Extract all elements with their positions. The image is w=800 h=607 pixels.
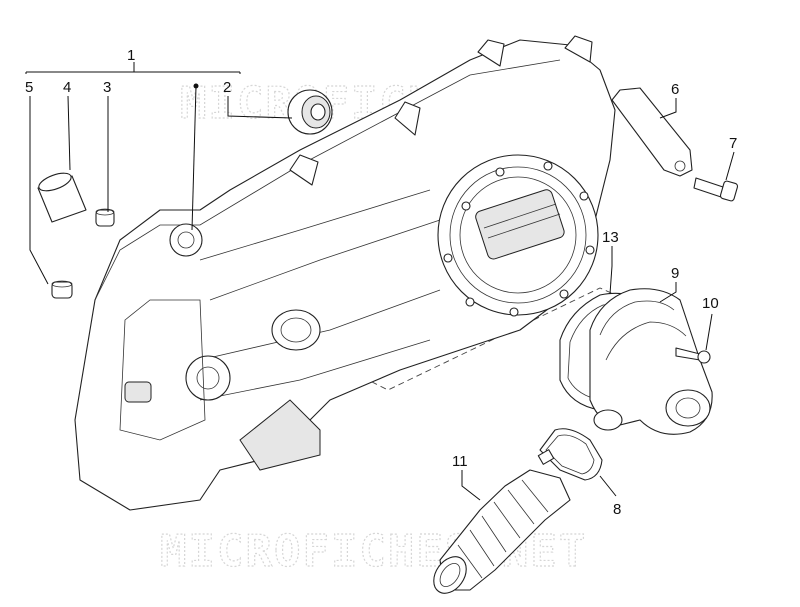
callout-4: 4	[63, 79, 71, 96]
callout-9: 9	[671, 265, 679, 282]
callout-3: 3	[103, 79, 111, 96]
bolt	[693, 177, 739, 202]
bearing	[287, 89, 333, 135]
air-duct	[589, 288, 713, 435]
callout-5: 5	[25, 79, 33, 96]
callout-1: 1	[127, 47, 135, 64]
callout-labels: 1 2 3 4 5 6 7 8 9 10 11 13	[25, 47, 737, 518]
hose-clamp	[537, 428, 603, 481]
callout-6: 6	[671, 81, 679, 98]
leader-lines	[25, 62, 735, 501]
callout-7: 7	[729, 135, 737, 152]
small-bush	[95, 208, 115, 227]
callout-11: 11	[452, 453, 468, 470]
screw	[675, 347, 711, 364]
bracket	[611, 87, 693, 177]
corrugated-hose	[433, 469, 571, 594]
callout-8: 8	[613, 501, 621, 518]
dowel-pin	[51, 280, 73, 299]
bush	[37, 172, 87, 223]
transmission-cover	[74, 35, 616, 511]
callout-13: 13	[602, 229, 619, 246]
callout-10: 10	[702, 295, 719, 312]
callout-2: 2	[223, 79, 231, 96]
